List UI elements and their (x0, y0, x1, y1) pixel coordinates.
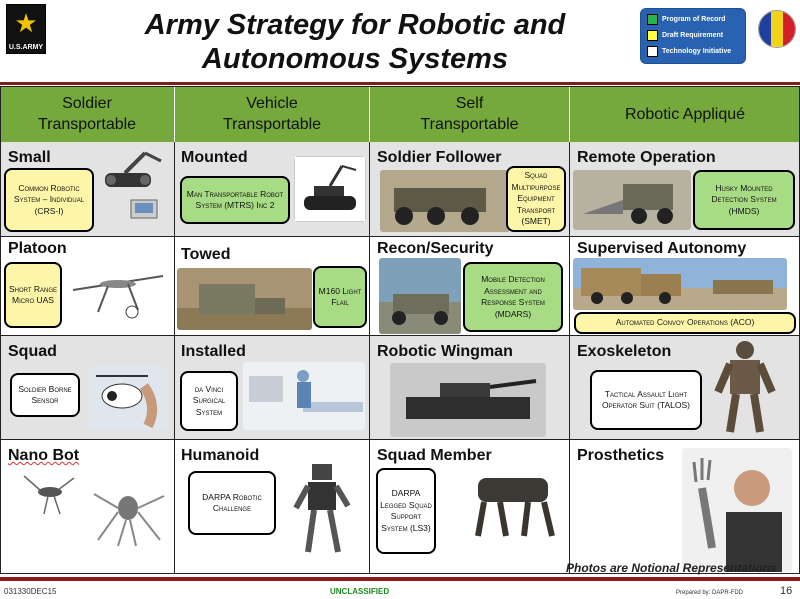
label-squad: Squad (8, 343, 57, 360)
label-remote-operation: Remote Operation (577, 149, 716, 166)
label-mounted: Mounted (181, 149, 248, 166)
label-small: Small (8, 149, 51, 166)
program-box-micro-uas: Short Range Micro UAS (4, 262, 62, 328)
program-box-talos: Tactical Assault Light Operator Suit (TA… (590, 370, 702, 430)
label-towed: Towed (181, 246, 231, 263)
photos-note: Photos are Notional Representations (566, 561, 777, 575)
label-platoon: Platoon (8, 240, 67, 257)
program-box-hmds: Husky Mounted Detection System (HMDS) (693, 170, 795, 230)
program-box-m160: M160 Light Flail (313, 266, 367, 328)
program-box-soldier-borne-sensor: Soldier Borne Sensor (10, 373, 80, 417)
green-swatch-icon (647, 13, 658, 25)
page-number: 16 (780, 585, 793, 597)
tricolor-emblem-icon (758, 10, 796, 48)
yellow-swatch-icon (647, 29, 658, 41)
program-box-mdars: Mobile Detection Assessment and Response… (463, 262, 563, 332)
column-header-vehicle-transportable: Vehicle Transportable (175, 86, 370, 142)
da-vinci-system-image (243, 362, 365, 430)
robotic-wingman-image (390, 363, 546, 437)
cell-nano-bot (0, 440, 175, 574)
army-logo: ★ U.S.ARMY (6, 4, 46, 54)
humanoid-robot-image (293, 464, 351, 553)
label-exoskeleton: Exoskeleton (577, 343, 672, 360)
column-header-robotic-applique: Robotic Appliqué (570, 86, 800, 142)
program-box-mtrs: Man Transportable Robot System (MTRS) In… (180, 176, 290, 224)
hmds-vehicle-image (573, 170, 691, 230)
legend: Program of Record Draft Requirement Tech… (640, 8, 746, 64)
soldier-borne-sensor-image (88, 366, 168, 430)
classification-marking: UNCLASSIFIED (330, 587, 390, 596)
mdars-vehicle-image (379, 258, 461, 334)
ls3-robot-image (475, 478, 555, 537)
column-header-self-transportable: Self Transportable (370, 86, 570, 142)
label-nano-bot: Nano Bot (8, 447, 80, 464)
mounted-robot-image (294, 156, 366, 222)
page-title: Army Strategy for Robotic and Autonomous… (144, 9, 566, 75)
prepared-by: Prepared by: DAPR-FDD (676, 590, 744, 596)
logo-text: U.S.ARMY (8, 44, 44, 51)
legend-item-technology-initiative: Technology Initiative (647, 45, 731, 59)
white-swatch-icon (647, 45, 658, 57)
column-header-soldier-transportable: Soldier Transportable (0, 86, 175, 142)
header-divider (0, 82, 800, 85)
small-robot-image (105, 151, 162, 219)
prosthetic-arm-image (682, 448, 792, 572)
footer-divider (0, 577, 800, 581)
star-icon: ★ (14, 8, 38, 38)
label-humanoid: Humanoid (181, 447, 260, 464)
talos-suit-image (714, 341, 776, 433)
label-prosthetics: Prosthetics (577, 447, 665, 464)
label-recon-security: Recon/Security (377, 240, 494, 257)
towed-flail-image (177, 268, 312, 330)
program-box-ls3: DARPA Legged Squad Support System (LS3) (376, 468, 436, 554)
program-box-da-vinci: da Vinci Surgical System (180, 371, 238, 431)
program-box-crs-i: Common Robotic System – Individual (CRS-… (4, 168, 94, 232)
smet-vehicle-image (380, 170, 510, 232)
label-supervised-autonomy: Supervised Autonomy (577, 240, 747, 257)
label-soldier-follower: Soldier Follower (377, 149, 502, 166)
legend-item-program-of-record: Program of Record (647, 13, 725, 27)
micro-uas-image (72, 275, 164, 319)
footer-date-time-group: 031330DEC15 (4, 587, 57, 596)
program-box-darpa-robotic-challenge: DARPA Robotic Challenge (188, 471, 276, 535)
aco-convoy-image (573, 258, 787, 310)
nano-bot-image (23, 475, 165, 547)
label-installed: Installed (181, 343, 246, 360)
program-box-smet: Squad Multipurpose Equipment Transport (… (506, 166, 566, 232)
label-squad-member: Squad Member (377, 447, 492, 464)
label-robotic-wingman: Robotic Wingman (377, 343, 513, 360)
legend-item-draft-requirement: Draft Requirement (647, 29, 723, 43)
program-box-aco: Automated Convoy Operations (ACO) (574, 312, 796, 334)
